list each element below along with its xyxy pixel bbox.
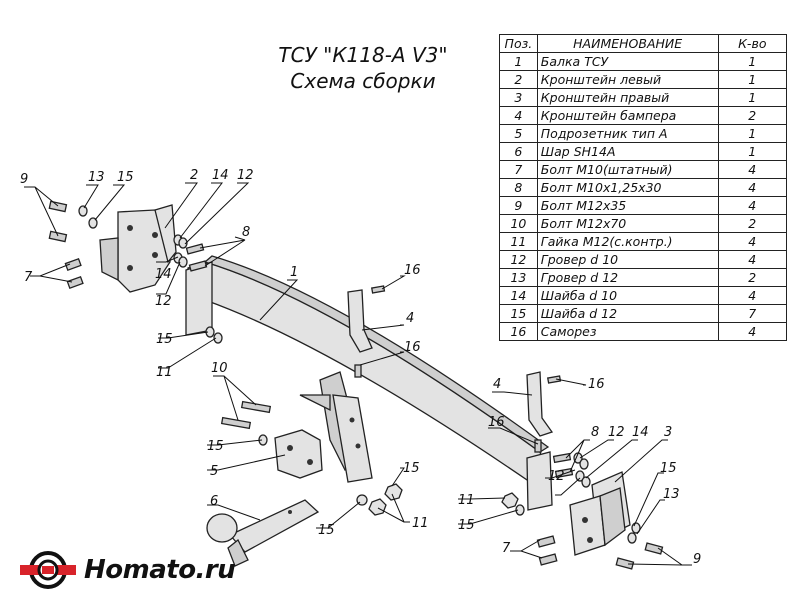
callout-4: 4 xyxy=(493,377,501,392)
callout-1: 1 xyxy=(290,265,298,280)
callout-13: 13 xyxy=(663,487,680,502)
callout-7: 7 xyxy=(502,541,511,556)
callout-11: 11 xyxy=(156,365,173,380)
row-qty: 4 xyxy=(717,286,788,305)
brand-logo: Homato.ru xyxy=(20,548,236,592)
row-name: Кронштейн левый xyxy=(536,70,719,89)
row-name: Кронштейн бампера xyxy=(536,106,719,125)
callout-5: 5 xyxy=(210,464,218,479)
row-pos: 11 xyxy=(499,232,538,251)
callout-12: 12 xyxy=(237,168,254,183)
callout-12: 12 xyxy=(548,469,565,484)
callout-14: 14 xyxy=(155,267,172,282)
callout-14: 14 xyxy=(212,168,229,183)
callout-15: 15 xyxy=(458,518,475,533)
callout-12: 12 xyxy=(608,425,625,440)
callout-14: 14 xyxy=(632,425,649,440)
row-name: Саморез xyxy=(536,322,719,341)
callout-15: 15 xyxy=(156,332,173,347)
row-name: Болт М12х35 xyxy=(536,196,719,215)
row-qty: 1 xyxy=(717,124,788,143)
assembly-subtitle: Схема сборки xyxy=(290,69,436,93)
parts-table-header: Поз. НАИМЕНОВАНИЕ К-во xyxy=(499,34,788,53)
row-name: Болт М12х70 xyxy=(536,214,719,233)
row-pos: 16 xyxy=(499,322,538,341)
callout-4: 4 xyxy=(406,311,414,326)
callout-16: 16 xyxy=(488,415,505,430)
callout-11: 11 xyxy=(458,493,475,508)
bumper-bracket-right xyxy=(526,371,554,437)
callout-10: 10 xyxy=(211,361,228,376)
callout-labels: 9 13 15 2 14 12 8 7 14 12 1 15 11 16 4 1… xyxy=(20,168,701,567)
product-title: ТСУ "К118-A V3" xyxy=(278,43,448,67)
callout-8: 8 xyxy=(242,225,250,240)
row-name: Подрозетник тип А xyxy=(536,124,719,143)
tow-ball-part xyxy=(206,499,320,567)
callout-15: 15 xyxy=(117,170,134,185)
callout-13: 13 xyxy=(88,170,105,185)
row-name: Шар SH14A xyxy=(536,142,719,161)
fasteners xyxy=(48,200,664,570)
right-bracket-part xyxy=(569,471,631,556)
socket-plate-part xyxy=(274,429,323,479)
logo-emblem-icon xyxy=(20,551,76,589)
callout-15: 15 xyxy=(660,461,677,476)
callout-8: 8 xyxy=(591,425,599,440)
callout-9: 9 xyxy=(693,552,701,567)
callout-3: 3 xyxy=(664,425,672,440)
callout-16: 16 xyxy=(588,377,605,392)
leader-lines xyxy=(24,182,692,566)
bumper-bracket-left xyxy=(347,289,373,353)
callout-6: 6 xyxy=(210,494,218,509)
callout-11: 11 xyxy=(412,516,429,531)
row-qty: 4 xyxy=(717,322,788,341)
beam-part xyxy=(185,255,553,511)
callout-9: 9 xyxy=(20,172,28,187)
callout-15: 15 xyxy=(318,523,335,538)
callout-2: 2 xyxy=(190,168,198,183)
header-pos: Поз. xyxy=(499,34,538,53)
callout-7: 7 xyxy=(24,270,33,285)
logo-text: Homato.ru xyxy=(84,555,236,585)
callout-12: 12 xyxy=(155,294,172,309)
callout-15: 15 xyxy=(403,461,420,476)
title-block: ТСУ "К118-A V3" Схема сборки xyxy=(268,42,458,94)
callout-15: 15 xyxy=(207,439,224,454)
callout-16: 16 xyxy=(404,263,421,278)
callout-16: 16 xyxy=(404,340,421,355)
